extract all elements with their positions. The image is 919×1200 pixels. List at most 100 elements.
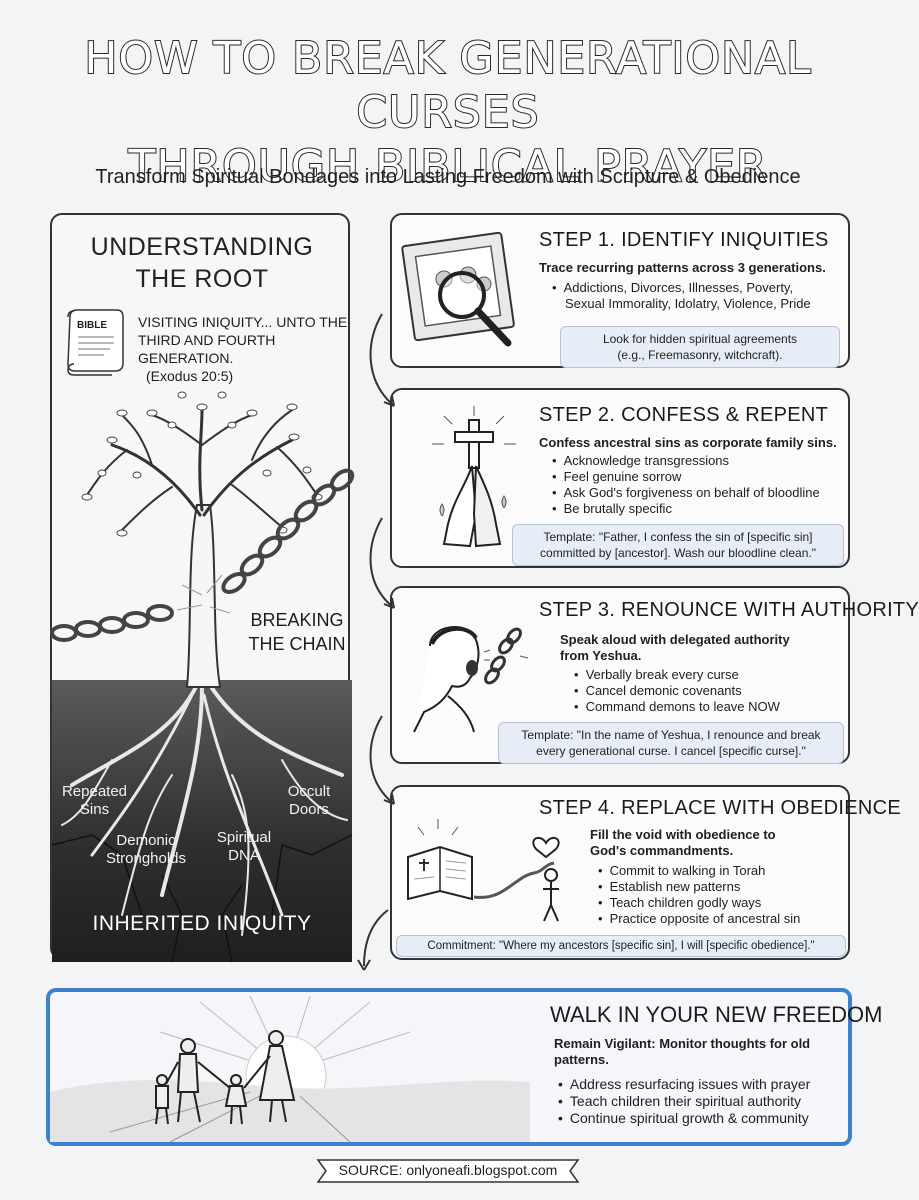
list-item: Be brutally specific [552, 501, 820, 517]
step-2-card: STEP 2. CONFESS & REPENT Confess ancestr… [390, 388, 850, 568]
open-bible-path-heart-icon [407, 819, 560, 922]
title-line-2: THROUGH BIBLICAL PRAYER [128, 140, 768, 193]
list-item: Commit to walking in Torah [598, 863, 800, 879]
verse-line-2: THIRD AND FOURTH GENERATION. [138, 332, 276, 366]
tree-illustration [50, 391, 355, 963]
step-1-heading: STEP 1. IDENTIFY INIQUITIES [539, 229, 829, 251]
step-1-note-line-1: Look for hidden spiritual agreements [602, 332, 798, 346]
broken-chain [50, 468, 355, 642]
left-panel-title: UNDERSTANDING THE ROOT [52, 231, 352, 295]
arrow-4-to-freedom [363, 909, 389, 967]
step-4-subheading: Fill the void with obedience to God's co… [590, 827, 776, 859]
step-3-heading: STEP 3. RENOUNCE WITH AUTHORITY [539, 599, 919, 621]
tree-trunk [185, 504, 222, 688]
scroll-label: BIBLE [77, 320, 107, 331]
tree-roots [61, 683, 348, 936]
list-item: Establish new patterns [598, 879, 800, 895]
arrow-3-to-4 [369, 715, 395, 805]
breaking-chain-label: BREAKING THE CHAIN [242, 608, 352, 656]
left-title-line-1: UNDERSTANDING [90, 233, 314, 261]
step-4-sub-line-1: Fill the void with obedience to [590, 827, 776, 842]
page-title: HOW TO BREAK GENERATIONAL CURSES THROUGH… [0, 32, 896, 194]
root-label-occult-doors: Occult Doors [274, 783, 344, 819]
list-item: Ask God's forgiveness on behalf of blood… [552, 485, 820, 501]
step-2-heading: STEP 2. CONFESS & REPENT [539, 404, 829, 426]
speaking-man-broken-chain-icon [413, 626, 529, 733]
step-3-note-line-1: Template: "In the name of Yeshua, I reno… [521, 728, 821, 742]
list-item: Teach children godly ways [598, 895, 800, 911]
dark-soil [52, 680, 352, 962]
root-label-demonic-strongholds: Demonic Strongholds [96, 832, 196, 868]
title-line-1: HOW TO BREAK GENERATIONAL CURSES [83, 32, 812, 139]
praying-hands-cross-icon [432, 406, 516, 548]
list-item: Teach children their spiritual authority [558, 1093, 810, 1110]
step-3-card: STEP 3. RENOUNCE WITH AUTHORITY Speak al… [390, 586, 919, 764]
step-4-note: Commitment: "Where my ancestors [specifi… [396, 935, 846, 957]
freedom-heading: WALK IN YOUR NEW FREEDOM [550, 1002, 883, 1027]
list-item: Address resurfacing issues with prayer [558, 1076, 810, 1093]
root-label-spiritual-dna: Spiritual DNA [204, 829, 284, 865]
step-2-note-line-1: Template: "Father, I confess the sin of … [543, 530, 813, 544]
step-3-sub-line-1: Speak aloud with delegated authority [560, 632, 790, 647]
list-item: Acknowledge transgressions [552, 453, 820, 469]
step-flow-arrows [357, 313, 395, 971]
exodus-verse: VISITING INIQUITY... UNTO THE THIRD AND … [138, 313, 348, 385]
spiritual-line-1: Spiritual [216, 829, 272, 846]
step-4-heading: STEP 4. REPLACE WITH OBEDIENCE [539, 797, 902, 819]
step-2-note: Template: "Father, I confess the sin of … [512, 524, 844, 566]
tree-leaves [81, 391, 323, 537]
list-item: Practice opposite of ancestral sin [598, 911, 801, 927]
list-item: Feel genuine sorrow [552, 469, 820, 485]
spiritual-line-2: DNA [228, 847, 260, 864]
page-subtitle: Transform Spiritual Bondages into Lastin… [95, 166, 801, 188]
verse-line-1: VISITING INIQUITY... UNTO THE [138, 314, 348, 330]
step-3-bullets: Verbally break every curse Cancel demoni… [574, 667, 780, 715]
step-4-card: STEP 4. REPLACE WITH OBEDIENCE Fill the … [390, 785, 901, 960]
family-walking-sunrise-icon [50, 995, 530, 1143]
demonic-line-2: Strongholds [105, 850, 187, 867]
breaking-line-1: BREAKING [250, 610, 344, 630]
list-item: Sexual Immorality, Idolatry, Violence, P… [565, 296, 811, 311]
source-banner: SOURCE: onlyoneafi.blogspot.com [316, 1158, 580, 1184]
list-item: Command demons to leave NOW [574, 699, 780, 715]
soil-cracks [51, 834, 353, 963]
repeated-line-1: Repeated [61, 783, 128, 800]
step-4-sub-line-2: God's commandments. [590, 843, 734, 858]
step-3-subheading: Speak aloud with delegated authority fro… [560, 632, 790, 664]
step-3-sub-line-2: from Yeshua. [560, 648, 642, 663]
arrow-1-to-2 [369, 313, 395, 407]
walk-in-freedom-card: WALK IN YOUR NEW FREEDOM Remain Vigilant… [46, 988, 882, 1146]
step-3-note: Template: "In the name of Yeshua, I reno… [498, 722, 844, 764]
step-1-card: STEP 1. IDENTIFY INIQUITIES Trace recurr… [390, 213, 850, 368]
breaking-line-2: THE CHAIN [248, 634, 346, 654]
ribbon-banner-shape [316, 1159, 580, 1183]
list-item: Addictions, Divorces, Illnesses, Poverty… [552, 280, 811, 296]
bible-scroll-icon: BIBLE [67, 309, 124, 376]
step-1-note-line-2: (e.g., Freemasonry, witchcraft). [617, 348, 783, 362]
step-2-bullets: Acknowledge transgressions Feel genuine … [552, 453, 820, 517]
freedom-subheading: Remain Vigilant: Monitor thoughts for ol… [554, 1036, 811, 1067]
left-title-line-2: THE ROOT [135, 265, 269, 293]
occult-line-2: Doors [288, 801, 329, 818]
root-label-repeated-sins: Repeated Sins [52, 783, 137, 819]
list-item: Cancel demonic covenants [574, 683, 780, 699]
step-1-bullets: Addictions, Divorces, Illnesses, Poverty… [552, 280, 811, 312]
understanding-the-root-panel: UNDERSTANDING THE ROOT BIBLE VISITING IN… [50, 213, 355, 963]
source-text: SOURCE: onlyoneafi.blogspot.com [338, 1162, 558, 1178]
inherited-iniquity-label: INHERITED INIQUITY [92, 912, 312, 935]
step-2-note-line-2: committed by [ancestor]. Wash our bloodl… [540, 546, 816, 560]
tree-branches [86, 408, 318, 531]
break-sparks [176, 574, 231, 614]
verse-reference: (Exodus 20:5) [146, 368, 234, 384]
step-1-note: Look for hidden spiritual agreements (e.… [560, 326, 840, 368]
occult-line-1: Occult [287, 783, 331, 800]
photo-magnifier-icon [401, 231, 515, 347]
step-1-subheading: Trace recurring patterns across 3 genera… [539, 260, 826, 275]
step-4-bullets: Commit to walking in Torah Establish new… [598, 863, 801, 927]
list-item: Verbally break every curse [574, 667, 780, 683]
arrow-2-to-3 [369, 517, 395, 609]
list-item: Continue spiritual growth & community [558, 1110, 810, 1127]
freedom-bullets: Address resurfacing issues with prayer T… [558, 1076, 810, 1127]
repeated-line-2: Sins [79, 801, 110, 818]
demonic-line-1: Demonic [116, 832, 176, 849]
